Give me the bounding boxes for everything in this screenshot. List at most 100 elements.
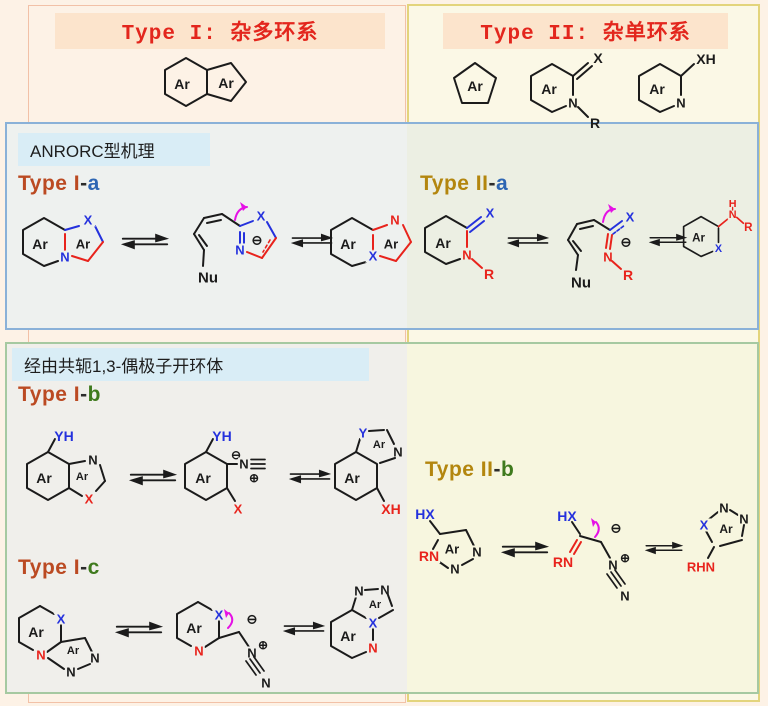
svg-text:RN: RN xyxy=(419,548,439,564)
label-type-ia-suffix: a xyxy=(87,172,100,195)
svg-text:N: N xyxy=(472,545,481,560)
svg-text:Ar: Ar xyxy=(373,439,386,451)
svg-text:Ar: Ar xyxy=(649,81,665,97)
svg-text:N: N xyxy=(390,213,399,228)
equilibrium-arrow xyxy=(114,620,164,639)
svg-text:N: N xyxy=(462,248,471,263)
svg-text:YH: YH xyxy=(54,428,73,444)
svg-text:X: X xyxy=(369,616,378,631)
svg-text:X: X xyxy=(486,206,495,221)
label-type-iia-suffix: a xyxy=(495,172,509,195)
svg-text:Ar: Ar xyxy=(435,235,451,251)
svg-text:RHN: RHN xyxy=(687,560,715,575)
label-type-ia: Type I-a xyxy=(18,172,100,195)
svg-text:Ar: Ar xyxy=(369,599,382,611)
svg-text:N: N xyxy=(235,243,244,258)
svg-text:⊖: ⊖ xyxy=(247,612,258,627)
svg-text:N: N xyxy=(36,648,45,663)
svg-text:RN: RN xyxy=(553,554,573,570)
svg-text:Ar: Ar xyxy=(340,236,356,252)
svg-text:N: N xyxy=(676,96,685,111)
svg-text:N: N xyxy=(261,676,270,691)
svg-text:⊕: ⊕ xyxy=(620,551,630,565)
equilibrium-arrow xyxy=(128,468,178,487)
structure-xh-monocycle-example: XH N Ar xyxy=(628,44,732,134)
svg-text:Ar: Ar xyxy=(67,645,80,657)
svg-text:XH: XH xyxy=(696,51,715,67)
svg-text:Ar: Ar xyxy=(218,75,234,91)
svg-text:Ar: Ar xyxy=(36,470,52,486)
svg-text:N: N xyxy=(368,641,377,656)
svg-text:X: X xyxy=(234,502,243,517)
svg-text:Ar: Ar xyxy=(32,236,48,252)
svg-text:N: N xyxy=(608,558,617,573)
chip-dipole-ring-opening: 经由共轭1,3-偶极子开环体 xyxy=(12,348,369,381)
svg-text:⊕: ⊕ xyxy=(249,471,259,485)
svg-text:Ar: Ar xyxy=(384,237,398,252)
label-type-ia-prefix: Type I xyxy=(18,172,81,195)
svg-text:N: N xyxy=(568,96,577,111)
svg-text:Ar: Ar xyxy=(28,624,44,640)
svg-text:N: N xyxy=(194,644,203,659)
svg-text:X: X xyxy=(257,209,266,224)
svg-text:X: X xyxy=(84,213,93,228)
svg-text:Ar: Ar xyxy=(195,470,211,486)
svg-text:N: N xyxy=(66,665,75,680)
svg-text:Ar: Ar xyxy=(692,232,705,245)
svg-text:X: X xyxy=(700,518,709,533)
svg-text:XH: XH xyxy=(381,501,400,517)
header-type1: Type I: 杂多环系 xyxy=(55,13,385,49)
svg-text:R: R xyxy=(484,266,494,282)
svg-text:Ar: Ar xyxy=(541,81,557,97)
svg-text:Ar: Ar xyxy=(174,76,190,92)
svg-text:Nu: Nu xyxy=(571,275,591,292)
svg-text:⊖: ⊖ xyxy=(611,521,622,536)
svg-text:N: N xyxy=(88,453,97,468)
svg-text:Ar: Ar xyxy=(186,620,202,636)
svg-text:R: R xyxy=(744,221,753,234)
svg-text:⊕: ⊕ xyxy=(258,638,268,652)
svg-text:N: N xyxy=(450,562,459,577)
equilibrium-arrow xyxy=(500,540,550,559)
svg-text:R: R xyxy=(590,115,600,131)
label-type-iib-prefix: Type II xyxy=(425,458,494,481)
svg-text:HX: HX xyxy=(415,506,435,522)
svg-text:N: N xyxy=(719,501,728,516)
label-type-ib: Type I-b xyxy=(18,383,101,406)
svg-text:Ar: Ar xyxy=(719,522,733,536)
svg-text:N: N xyxy=(603,250,612,265)
chip-anrorc-mechanism: ANRORC型机理 xyxy=(18,133,210,166)
svg-text:N: N xyxy=(620,589,629,604)
label-type-iib: Type II-b xyxy=(425,458,515,481)
label-type-ib-suffix: b xyxy=(87,383,101,406)
svg-text:⊖: ⊖ xyxy=(252,233,263,248)
label-type-iib-suffix: b xyxy=(500,458,515,481)
svg-text:Ar: Ar xyxy=(76,471,89,483)
label-type-iia: Type II-a xyxy=(420,172,509,195)
svg-text:Nu: Nu xyxy=(198,270,218,287)
svg-text:X: X xyxy=(626,210,635,225)
structure-ia-open-intermediate: Nu X N ⊖ xyxy=(176,196,292,302)
label-type-ic: Type I-c xyxy=(18,556,100,579)
equilibrium-arrow xyxy=(506,232,550,249)
structure-aryl-monocycle-example: Ar xyxy=(448,54,502,112)
svg-text:N: N xyxy=(354,584,363,599)
svg-text:⊖: ⊖ xyxy=(621,235,632,250)
equilibrium-arrow xyxy=(644,540,684,556)
svg-text:HX: HX xyxy=(557,508,577,524)
svg-text:N: N xyxy=(60,250,69,265)
svg-text:X: X xyxy=(85,492,94,507)
label-type-iia-prefix: Type II xyxy=(420,172,489,195)
svg-text:N: N xyxy=(90,651,99,666)
